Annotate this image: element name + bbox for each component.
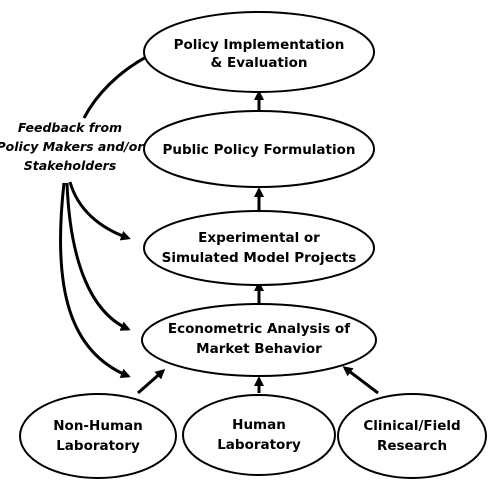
node-clinical-field-research-line-1: Clinical/Field: [363, 418, 460, 434]
node-human-laboratory: Human Laboratory: [182, 394, 336, 476]
edge-feedback-to-econometric: [65, 182, 131, 331]
node-policy-implementation: Policy Implementation & Evaluation: [143, 11, 375, 93]
node-clinical-field-research-line-2: Research: [377, 438, 447, 454]
feedback-label-line-1: Feedback from: [18, 120, 122, 135]
node-public-policy-formulation: Public Policy Formulation: [143, 110, 375, 188]
node-non-human-laboratory-line-1: Non-Human: [53, 418, 142, 434]
edge-feedback-to-lower-left: [58, 182, 131, 378]
edge-feedback-to-experimental: [68, 181, 131, 241]
node-experimental-simulated: Experimental or Simulated Model Projects: [143, 210, 375, 286]
node-non-human-laboratory-line-2: Laboratory: [56, 438, 140, 454]
node-human-laboratory-line-2: Laboratory: [217, 437, 301, 453]
node-experimental-simulated-line-2: Simulated Model Projects: [162, 250, 357, 266]
node-non-human-laboratory: Non-Human Laboratory: [19, 393, 177, 479]
feedback-label: Feedback from Policy Makers and/or Stake…: [0, 120, 144, 173]
node-human-laboratory-line-1: Human: [232, 417, 286, 433]
feedback-label-line-2: Policy Makers and/or: [0, 139, 144, 154]
edge-clinical-to-econometric: [342, 366, 379, 395]
feedback-label-line-3: Stakeholders: [24, 158, 117, 173]
node-experimental-simulated-line-1: Experimental or: [198, 230, 320, 246]
node-policy-implementation-line-1: Policy Implementation: [174, 37, 345, 53]
edge-policy-impl-to-feedback: [82, 54, 149, 119]
node-clinical-field-research: Clinical/Field Research: [337, 393, 487, 479]
node-econometric-analysis-line-1: Econometric Analysis of: [168, 321, 350, 337]
node-econometric-analysis: Econometric Analysis of Market Behavior: [141, 303, 377, 377]
node-policy-implementation-line-2: & Evaluation: [211, 55, 308, 71]
edge-nonhuman-to-econometric: [137, 369, 166, 395]
node-public-policy-formulation-line-1: Public Policy Formulation: [162, 142, 355, 158]
node-econometric-analysis-line-2: Market Behavior: [196, 341, 322, 357]
